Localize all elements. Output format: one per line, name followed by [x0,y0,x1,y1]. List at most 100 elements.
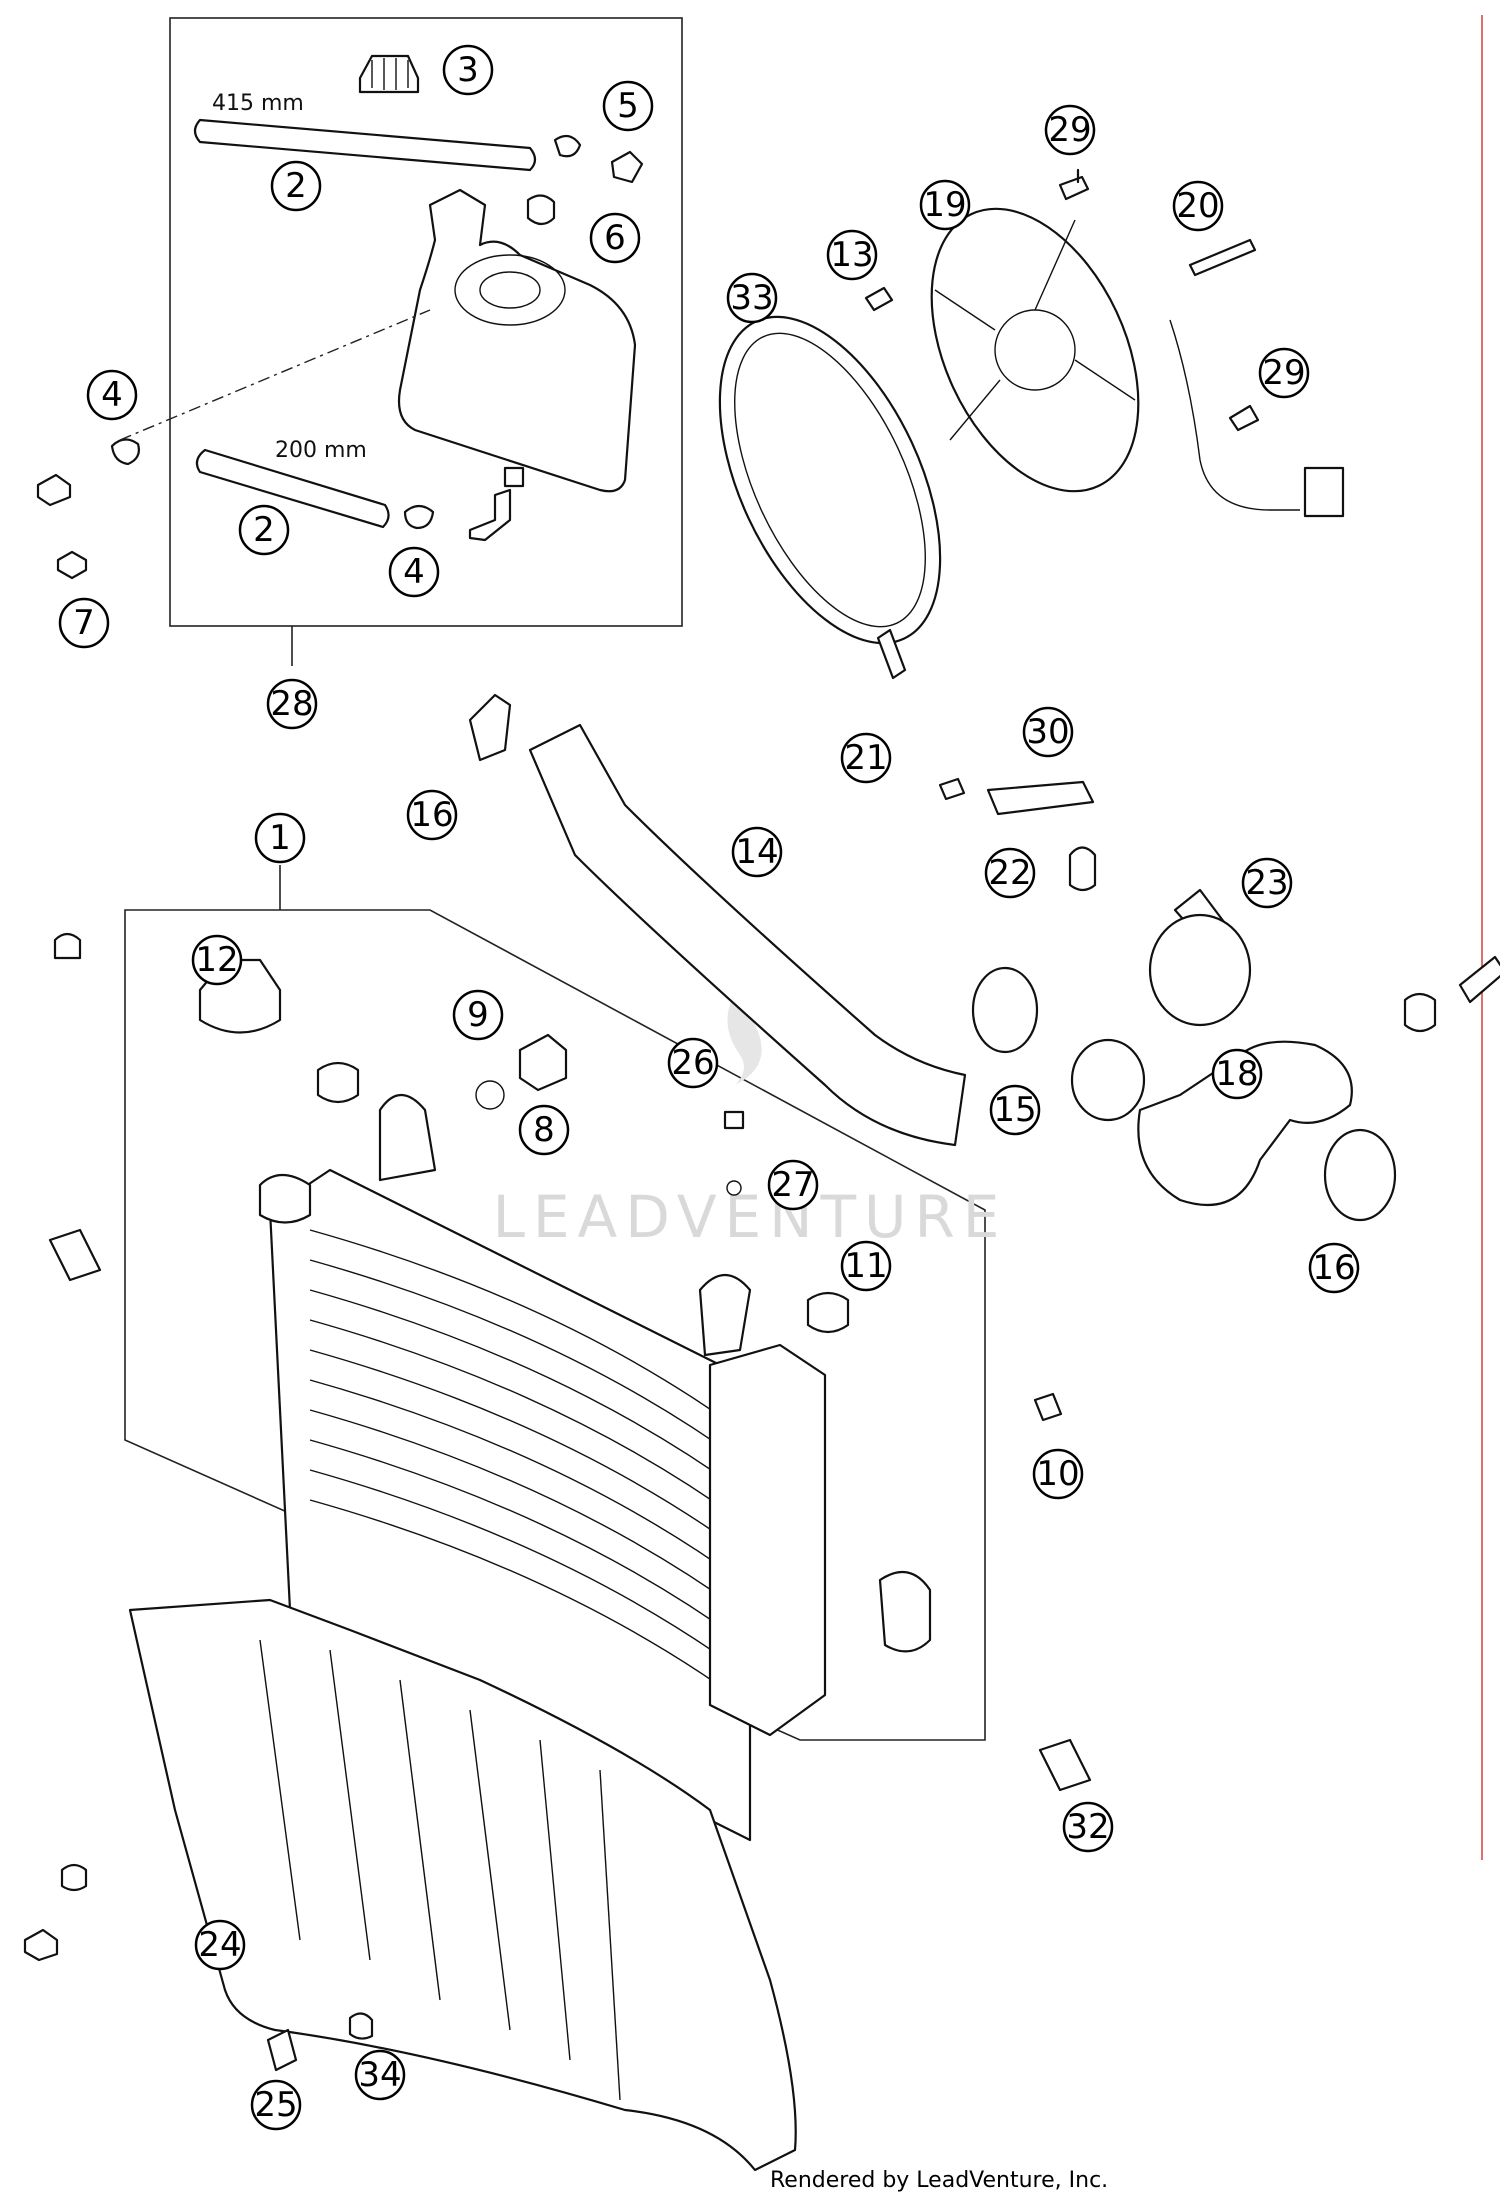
radiator-fins [309,1229,741,1701]
bolt-21-part [938,777,966,801]
kit-frame-28 [169,17,683,627]
grommet-part [526,194,556,226]
callout-16-upper: 16 [406,789,458,841]
callout-19: 19 [919,179,971,231]
svg-text:11: 11 [844,1246,887,1286]
sensor-gasket-part [475,1080,505,1110]
callout-32: 32 [1062,1801,1114,1853]
svg-text:28: 28 [270,684,313,724]
callout-4-left: 4 [86,369,138,421]
callout-13: 13 [826,229,878,281]
svg-text:30: 30 [1026,712,1069,752]
svg-text:21: 21 [844,738,887,778]
upper-hose-dimension: 415 mm [212,91,304,116]
watermark-text: LEADVENTURE [493,1183,1008,1251]
callout-21: 21 [840,732,892,784]
guard-louvres [259,1639,621,2101]
hose-clamp-part [553,134,582,158]
callout-15: 15 [989,1084,1041,1136]
svg-text:33: 33 [730,278,773,318]
fan-connector-part [1303,466,1345,518]
hose-clamp-18-part [1070,1038,1146,1122]
bolt-left-part [53,932,82,960]
bracket-right-part [1458,955,1500,1004]
nut-34-part [348,2012,374,2040]
callout-2-upper: 2 [270,160,322,212]
svg-text:15: 15 [993,1090,1036,1130]
bolt-25-part [266,2028,298,2072]
svg-text:32: 32 [1066,1807,1109,1847]
radiator-right-tank-part [708,1343,827,1737]
svg-text:6: 6 [604,218,626,258]
callout-23: 23 [1241,857,1293,909]
callout-26: 26 [667,1037,719,1089]
svg-text:2: 2 [253,510,275,550]
callout-30: 30 [1022,706,1074,758]
fan-wire [1169,319,1300,511]
temp-sensor-part [518,1033,568,1092]
svg-text:29: 29 [1048,110,1091,150]
hose-clamp-15-part [971,966,1039,1054]
bracket-30-part [986,780,1095,816]
hose-fitting-part [610,150,644,184]
svg-text:5: 5 [617,86,639,126]
tank-cap-part [358,54,420,94]
svg-text:29: 29 [1262,353,1305,393]
radiator-outlet-part [878,1570,932,1653]
callout-14: 14 [731,826,783,878]
mounting-centerline [119,309,431,441]
clip-left-part [48,1228,102,1282]
elbow-hose-part [1137,1040,1353,1207]
svg-text:10: 10 [1036,1454,1079,1494]
svg-text:12: 12 [195,940,238,980]
svg-text:4: 4 [403,552,425,592]
expansion-tank-part [397,188,637,493]
hose-clip-16-part [468,693,512,762]
svg-text:9: 9 [467,995,489,1035]
seal-11-left-part [316,1061,360,1104]
svg-text:2: 2 [285,166,307,206]
guard-bolt-part [23,1928,59,1962]
svg-text:4: 4 [101,375,123,415]
radiator-bracket-right-part [698,1274,752,1357]
callout-22: 22 [984,847,1036,899]
svg-text:3: 3 [457,50,479,90]
svg-text:18: 18 [1215,1054,1258,1094]
svg-text:26: 26 [671,1043,714,1083]
svg-text:16: 16 [1312,1248,1355,1288]
left-clamp-part [110,438,140,466]
bolt-part [36,473,72,507]
callout-20: 20 [1172,180,1224,232]
lower-hose-part [195,448,390,529]
callout-4-lower: 4 [388,546,440,598]
callout-29-upper: 29 [1044,104,1096,156]
radiator-bracket-part [378,1094,437,1182]
lower-clamp-part [403,504,435,530]
drain-screw-part [723,1110,745,1130]
callout-18: 18 [1211,1048,1263,1100]
radiator-assembly-frame [124,909,986,1741]
callout-3: 3 [442,44,494,96]
svg-text:14: 14 [735,832,778,872]
footer-credit: Rendered by LeadVenture, Inc. [770,2168,1109,2193]
horn-part [1148,913,1252,1027]
tank-filler-ring [454,254,566,326]
callout-16-lower: 16 [1308,1242,1360,1294]
lower-hose-dimension: 200 mm [275,438,367,463]
fan-blades [934,219,1136,441]
callout-11: 11 [840,1240,892,1292]
callout-1: 1 [254,812,306,864]
svg-text:27: 27 [771,1165,814,1205]
svg-text:20: 20 [1176,186,1219,226]
clip-32-part [1038,1738,1092,1792]
svg-text:25: 25 [254,2085,297,2125]
svg-text:19: 19 [923,185,966,225]
svg-text:23: 23 [1245,863,1288,903]
callout-9: 9 [452,989,504,1041]
callout-12: 12 [191,934,243,986]
rubber-damper-part [1068,846,1097,892]
shroud-screw-part [864,286,894,312]
guard-washer-part [60,1863,88,1892]
bolt-10-part [1033,1392,1063,1422]
